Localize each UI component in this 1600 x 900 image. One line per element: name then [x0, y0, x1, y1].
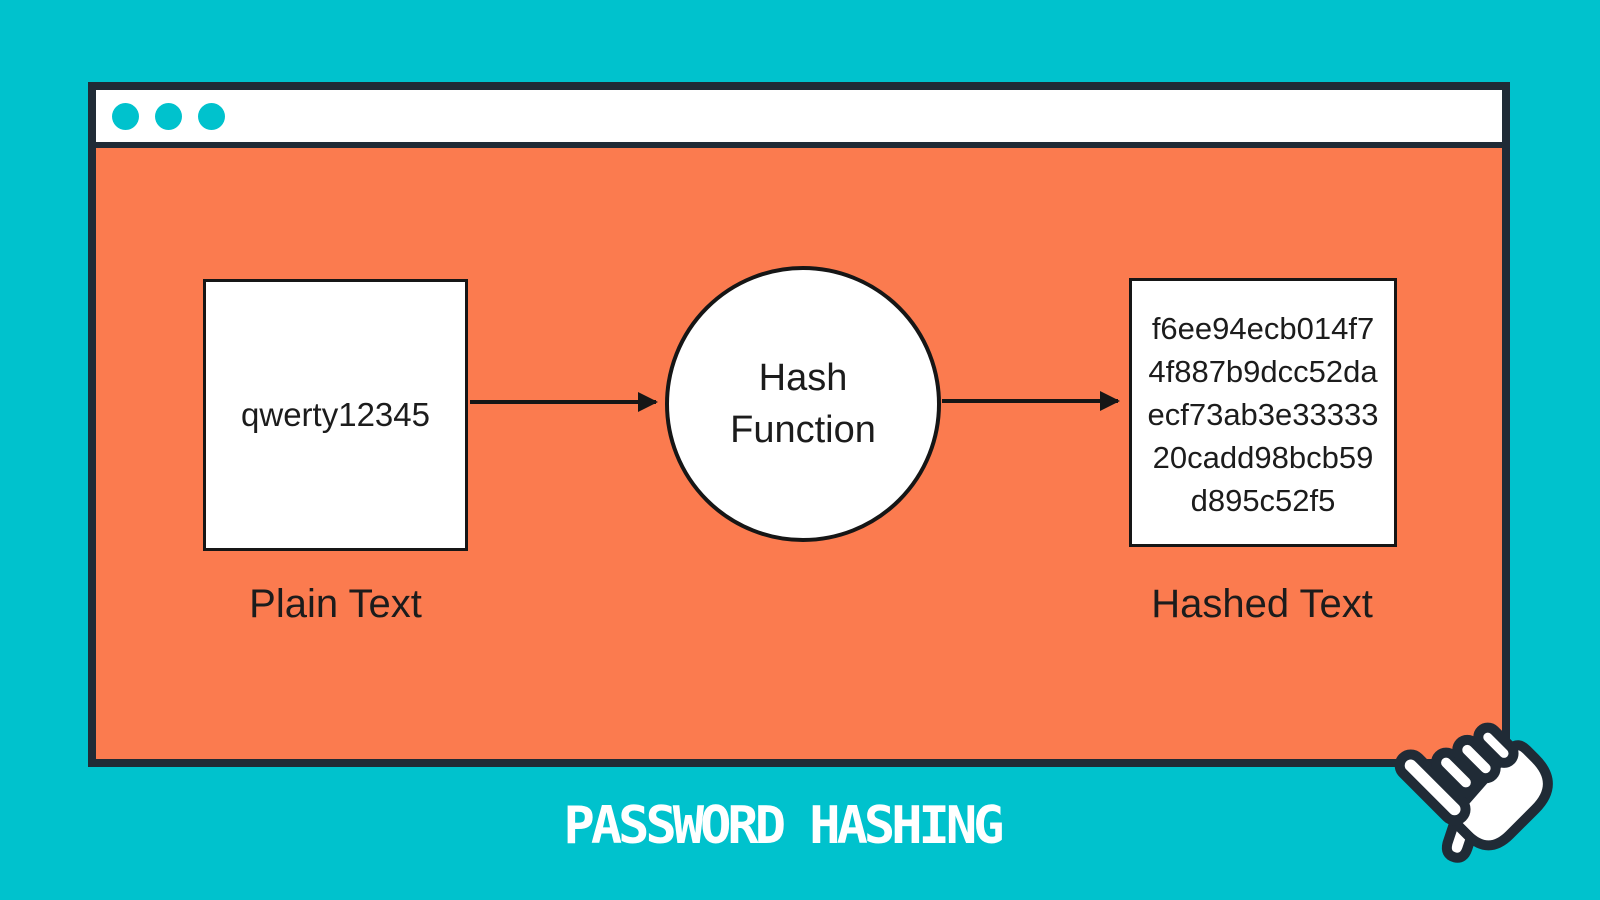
window-dot-icon-3 — [198, 102, 225, 130]
hash-function-node: Hash Function — [665, 266, 941, 542]
hand-cursor-icon — [1394, 722, 1553, 863]
browser-window: qwerty12345 Plain Text Hash Function f6e… — [88, 82, 1510, 767]
plain-text-box: qwerty12345 — [203, 279, 468, 551]
browser-content: qwerty12345 Plain Text Hash Function f6e… — [96, 148, 1502, 753]
hash-function-label-line2: Function — [730, 409, 876, 451]
hash-text-line: 20cadd98bcb59 — [1152, 440, 1374, 475]
hashed-text-label: Hashed Text — [1151, 582, 1373, 626]
browser-titlebar — [96, 90, 1502, 148]
window-dot-icon-1 — [112, 102, 139, 130]
hash-text-line: 4f887b9dcc52da — [1148, 354, 1378, 389]
plain-text-value: qwerty12345 — [241, 396, 430, 433]
hand-thumb — [1441, 817, 1476, 863]
hashed-text-box: f6ee94ecb014f7 4f887b9dcc52da ecf73ab3e3… — [1129, 278, 1397, 547]
hand-index-finger — [1394, 749, 1471, 826]
hash-text-line: f6ee94ecb014f7 — [1151, 311, 1375, 346]
hand-palm — [1445, 740, 1553, 851]
hash-text-line: d895c52f5 — [1190, 483, 1336, 518]
hash-function-label-line1: Hash — [758, 357, 848, 399]
hand-finger-4 — [1473, 722, 1519, 768]
plain-text-label: Plain Text — [249, 582, 422, 626]
hash-text-line: ecf73ab3e33333 — [1147, 397, 1379, 432]
window-dot-icon-2 — [155, 102, 182, 130]
page-title: PASSWORD HASHING — [563, 796, 1005, 856]
